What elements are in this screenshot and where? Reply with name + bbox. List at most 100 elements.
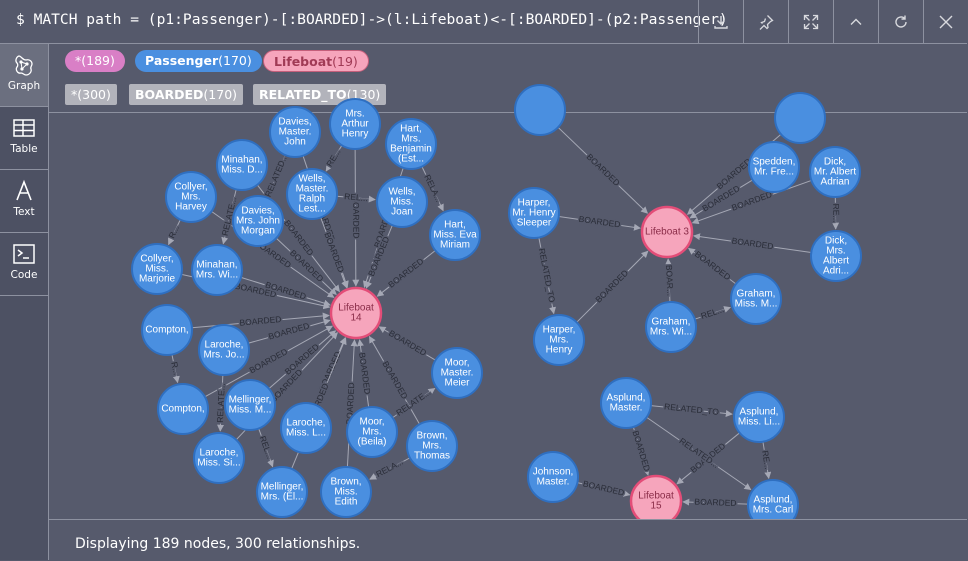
passenger-node-n20[interactable]: Laroche,Miss. Si...: [194, 433, 244, 483]
relationship-n16-n21[interactable]: REL...: [258, 428, 276, 466]
relationship-label: BOARDED: [239, 314, 282, 328]
node-caption: Miss. Li...: [738, 417, 780, 428]
passenger-node-n22[interactable]: Brown,Miss.Edith: [321, 467, 371, 517]
relationship-n14-lb14[interactable]: BOARDED: [379, 327, 435, 360]
sidebar-item-text[interactable]: Text: [0, 170, 48, 233]
relationship-n2-n5[interactable]: RE...: [324, 145, 342, 171]
close-button[interactable]: [923, 0, 968, 43]
relationship-n23-n29[interactable]: RELATED_TO: [537, 238, 558, 314]
relationship-n2-lb14[interactable]: BOARDED: [351, 149, 361, 286]
relationship-label: REL...: [258, 434, 276, 460]
passenger-node-n21[interactable]: Mellinger,Mrs. (El...: [257, 467, 307, 517]
relationship-label: RE...: [324, 147, 342, 168]
relationship-n33-lb15[interactable]: BOARDED: [683, 497, 748, 508]
passenger-node-n15[interactable]: Compton,: [158, 384, 208, 434]
relationship-label: BOARDED: [731, 235, 774, 251]
close-icon: [938, 14, 954, 30]
reltype-tag-all[interactable]: *(300): [65, 84, 117, 105]
relationship-n29-lb3[interactable]: BOARDED: [577, 251, 648, 322]
node-caption: Morgan: [241, 226, 275, 237]
sidebar-item-label: Graph: [0, 80, 48, 92]
relationship-n19-n22[interactable]: RELA...: [370, 457, 410, 480]
relationship-n18-lb14[interactable]: BOARDED: [357, 340, 373, 407]
passenger-node-n11[interactable]: Minahan,Mrs. Wi...: [192, 245, 242, 295]
node-caption: Lest...: [298, 204, 325, 215]
passenger-node-n24[interactable]: Spedden,Mr. Fre...: [749, 142, 799, 192]
relationship-n32-lb15[interactable]: BOARDED: [577, 478, 629, 497]
relationship-n5-n8[interactable]: REL...: [337, 191, 375, 203]
relationship-label: BOARDED: [351, 196, 361, 238]
passenger-node-n19[interactable]: Brown,Mrs.Thomas: [407, 421, 457, 471]
passenger-node-n34[interactable]: [515, 85, 565, 135]
relationship-n25-n26[interactable]: RE...: [831, 197, 841, 229]
relationship-label: BOARDED: [247, 346, 289, 375]
label-pill-lifeboat[interactable]: Lifeboat(19): [263, 50, 369, 72]
passenger-node-n27[interactable]: Graham,Miss. M...: [731, 274, 781, 324]
label-pill-all[interactable]: *(189): [65, 50, 125, 72]
passenger-node-n12[interactable]: Compton,: [142, 305, 192, 355]
passenger-node-n5[interactable]: Wells,Master.RalphLest...: [287, 169, 337, 219]
passenger-node-n28[interactable]: Graham,Mrs. Wi...: [646, 302, 696, 352]
relationship-n26-lb3[interactable]: BOARDED: [694, 235, 812, 252]
relationship-n28-n27[interactable]: REL...: [695, 304, 731, 321]
reltype-tag-boarded[interactable]: BOARDED(170): [129, 84, 243, 105]
relationship-label: BOARDED: [283, 342, 321, 377]
lifeboat-node-lb3[interactable]: Lifeboat 3: [642, 207, 692, 257]
node-circle[interactable]: [775, 93, 825, 143]
relationship-n31-n33[interactable]: RE...: [760, 442, 773, 479]
passenger-node-n6[interactable]: Collyer,Mrs.Harvey: [166, 172, 216, 222]
passenger-node-n13[interactable]: Laroche,Mrs. Jo...: [199, 325, 249, 375]
relationship-n6-n10[interactable]: R...: [166, 220, 181, 245]
sidebar-item-label: Code: [0, 269, 48, 281]
relationship-n12-n15[interactable]: R...: [169, 355, 181, 383]
relationship-n34-lb3[interactable]: BOARDED: [558, 127, 647, 213]
relationship-n30-n31[interactable]: RELATED_TO: [651, 401, 732, 417]
passenger-node-n4[interactable]: Minahan,Miss. D...: [217, 140, 267, 190]
label-pill-passenger[interactable]: Passenger(170): [135, 50, 262, 72]
relationship-n9-lb14[interactable]: BOARDED: [377, 250, 435, 296]
passenger-node-n8[interactable]: Wells,Miss.Joan: [377, 177, 427, 227]
download-button[interactable]: [698, 0, 743, 43]
passenger-node-n32[interactable]: Johnson,Master.: [528, 452, 578, 502]
text-icon: [12, 179, 36, 203]
node-caption: Miss. Si...: [197, 458, 240, 469]
passenger-node-n3[interactable]: Hart,Mrs.Benjamin(Est...: [386, 119, 436, 169]
relationship-n30-lb15[interactable]: BOARDED: [630, 427, 652, 475]
node-caption: Lifeboat 3: [645, 227, 689, 238]
relationship-n28-lb3[interactable]: BOAR...: [664, 259, 675, 302]
sidebar-item-table[interactable]: Table: [0, 107, 48, 170]
node-caption: Sleeper: [517, 218, 552, 229]
collapse-button[interactable]: [833, 0, 878, 43]
node-circle[interactable]: [515, 85, 565, 135]
passenger-node-n16[interactable]: Mellinger,Miss. M...: [225, 380, 275, 430]
node-caption: Adrian: [821, 177, 850, 188]
expand-button[interactable]: [788, 0, 833, 43]
pin-button[interactable]: [743, 0, 788, 43]
passenger-node-n14[interactable]: Moor,Master.Meier: [432, 348, 482, 398]
relationship-n23-lb3[interactable]: BOARDED: [559, 214, 641, 230]
passenger-node-n29[interactable]: Harper,Mrs.Henry: [534, 315, 584, 365]
passenger-node-n1[interactable]: Davies,Master.John: [270, 107, 320, 157]
passenger-node-n30[interactable]: Asplund,Master.: [601, 378, 651, 428]
relationship-n27-lb3[interactable]: BOARDED: [689, 248, 736, 284]
query-text[interactable]: $ MATCH path = (p1:Passenger)-[:BOARDED]…: [16, 11, 692, 28]
passenger-node-n17[interactable]: Laroche,Miss. L...: [281, 403, 331, 453]
passenger-node-n10[interactable]: Collyer,Miss.Marjorie: [132, 244, 182, 294]
sidebar-item-code[interactable]: Code: [0, 233, 48, 296]
passenger-node-n31[interactable]: Asplund,Miss. Li...: [734, 392, 784, 442]
node-caption: Mrs. Wi...: [196, 270, 238, 281]
sidebar-item-graph[interactable]: Graph: [0, 44, 48, 107]
node-caption: (Beila): [358, 437, 387, 448]
passenger-node-n26[interactable]: Dick,Mrs.AlbertAdri...: [811, 231, 861, 281]
rerun-button[interactable]: [878, 0, 923, 43]
passenger-node-n35[interactable]: [775, 93, 825, 143]
passenger-node-n18[interactable]: Moor,Mrs.(Beila): [347, 407, 397, 457]
